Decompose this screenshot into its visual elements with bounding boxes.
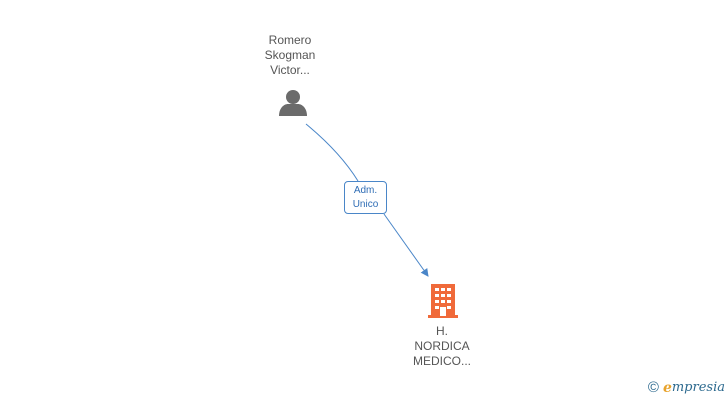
edge-role-label[interactable]: Adm. Unico bbox=[344, 181, 387, 214]
edge-arrow-line bbox=[383, 213, 429, 277]
brand-name: mpresia bbox=[671, 380, 725, 395]
edge-role-line-1: Adm. bbox=[353, 185, 378, 196]
person-node-label[interactable]: Romero Skogman Victor... bbox=[238, 33, 342, 78]
company-name-line-3: MEDICO... bbox=[412, 354, 471, 368]
building-icon[interactable] bbox=[428, 284, 458, 318]
edge-role-line-2: Unico bbox=[352, 199, 379, 210]
empresia-watermark: © e mpresia bbox=[648, 379, 725, 396]
person-icon[interactable] bbox=[278, 88, 308, 118]
person-name-line-1: Romero bbox=[268, 33, 312, 47]
edge-line bbox=[305, 123, 359, 182]
company-name-line-2: NORDICA bbox=[414, 339, 470, 353]
copyright-icon: © bbox=[647, 379, 659, 396]
person-name-line-2: Skogman bbox=[264, 48, 316, 62]
person-name-line-3: Victor... bbox=[270, 63, 310, 77]
company-node-label[interactable]: H. NORDICA MEDICO... bbox=[390, 324, 494, 369]
company-name-line-1: H. bbox=[436, 324, 448, 338]
brand-initial: e bbox=[662, 379, 672, 396]
